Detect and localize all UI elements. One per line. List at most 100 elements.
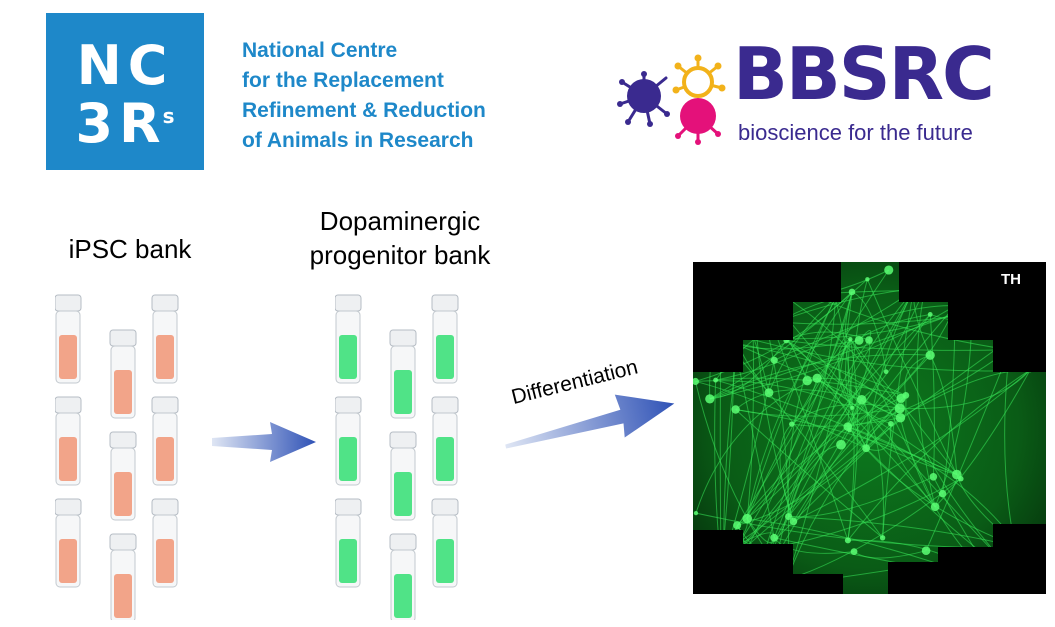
ipsc-vial-group [55, 294, 179, 620]
neurite-strand [845, 339, 867, 449]
cell-soma [789, 421, 795, 427]
cell-soma [693, 377, 700, 385]
neurite-strand [929, 354, 958, 475]
cell-soma [921, 546, 931, 556]
nc3rs-logo-mark: NC 3Rs [46, 13, 204, 170]
neurite-strand [865, 423, 892, 451]
neurite-strand [851, 399, 867, 449]
neurite-strand [791, 403, 900, 425]
ipsc-bank-label: iPSC bank [68, 234, 192, 264]
ipsc-vial [109, 329, 137, 419]
neurite-strand [816, 313, 931, 379]
neurite-strand [889, 423, 936, 508]
neurite-strand [746, 297, 836, 519]
cell-soma [848, 288, 856, 296]
neurite-strand [720, 291, 853, 570]
cell-soma [902, 391, 910, 399]
neurite-strand [816, 377, 891, 425]
cell-soma [895, 412, 906, 423]
neurite-strand [847, 305, 956, 428]
cell-soma [733, 521, 742, 530]
nc3rs-mark-sup: s [162, 104, 175, 128]
progenitor-vial [335, 498, 362, 588]
neurite-strand [785, 340, 901, 409]
nc3rs-text-line: for the Replacement [242, 69, 444, 92]
neurite-strand [882, 290, 914, 538]
cell-soma [879, 535, 886, 541]
neurite-strand [720, 290, 914, 570]
cell-soma [836, 439, 846, 450]
neurite-strand [773, 537, 855, 554]
ipsc-vial [151, 498, 179, 588]
cell-soma [929, 472, 938, 481]
neurite-strand [709, 340, 787, 400]
cell-soma [930, 502, 940, 512]
ipsc-vial [55, 294, 82, 384]
cell-soma [854, 336, 864, 345]
progenitor-vial [389, 329, 417, 419]
ipsc-vial [109, 533, 137, 620]
cell-soma [857, 395, 867, 405]
cell-soma [894, 403, 905, 414]
cell-soma [789, 517, 798, 526]
neurite-strand [720, 324, 1031, 570]
neurite-strand [847, 339, 859, 541]
neurite-strand [709, 278, 868, 400]
ipsc-vial [151, 294, 179, 384]
cell-soma [848, 337, 853, 342]
bbsrc-wordmark: BBSRC [733, 32, 995, 116]
bbsrc-logo-icon [617, 54, 726, 145]
progenitor-vial-group [335, 294, 459, 620]
ipsc-vial [109, 431, 137, 521]
nc3rs-text-line: of Animals in Research [242, 129, 474, 152]
cell-soma [731, 405, 740, 414]
neurite-strand [899, 369, 1031, 410]
neurite-strand [695, 380, 867, 449]
neurite-strand [788, 354, 931, 517]
cell-soma [812, 373, 822, 383]
neurite-strand [816, 377, 936, 508]
cell-soma [850, 548, 858, 555]
cell-soma [850, 405, 855, 410]
neurite-strand [849, 338, 936, 507]
cell-soma [770, 356, 778, 364]
cell-soma [925, 350, 935, 360]
neurite-strand [787, 444, 842, 517]
cell-soma [927, 312, 933, 317]
nc3rs-mark-line2: 3Rs [46, 97, 204, 151]
neurite-strand [849, 429, 957, 476]
neurite-strand [735, 389, 862, 410]
arrow-right-icon [212, 422, 316, 462]
cell-soma [884, 265, 894, 275]
cell-soma [693, 510, 699, 516]
bbsrc-tagline: bioscience for the future [738, 120, 973, 145]
neurite-strand [746, 291, 853, 519]
neurite-strand [816, 377, 958, 475]
cell-soma [713, 377, 719, 383]
progenitor-vial [335, 294, 362, 384]
th-neuron-microscopy-image: TH [693, 262, 1046, 594]
progenitor-vial [389, 533, 417, 620]
nc3rs-text-line: National Centre [242, 39, 398, 62]
neurite-strand [786, 340, 1010, 351]
cell-soma [865, 277, 870, 282]
cell-soma [742, 513, 752, 524]
neurite-strand [791, 417, 901, 427]
cell-soma [888, 420, 894, 427]
ipsc-vial [151, 396, 179, 486]
nc3rs-mark-line1: NC [76, 34, 174, 97]
cell-soma [843, 422, 852, 431]
cell-soma [705, 394, 715, 404]
neurite-strand [786, 291, 853, 580]
cell-soma [802, 376, 812, 386]
neurite-strand [709, 306, 973, 400]
neurite-strand [735, 408, 958, 476]
progenitor-vial [431, 498, 459, 588]
differentiation-arrow-icon [505, 394, 675, 449]
cell-soma [938, 489, 947, 498]
neurite-strand [865, 290, 914, 449]
neurite-strand [847, 349, 1010, 428]
neurite-strand [733, 342, 901, 419]
nc3rs-logo-text: National Centre for the Replacement Refi… [242, 36, 486, 156]
neurite-strand [904, 354, 931, 396]
